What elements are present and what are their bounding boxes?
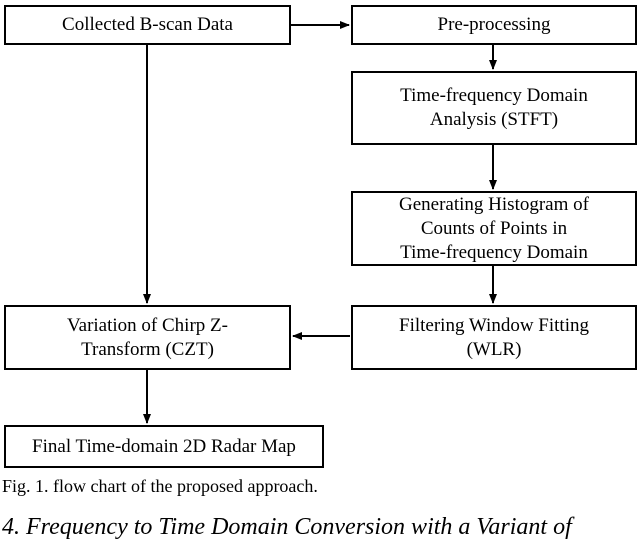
box-stft-analysis: Time-frequency Domain Analysis (STFT) bbox=[351, 71, 637, 145]
box-filtering-window-fitting: Filtering Window Fitting (WLR) bbox=[351, 305, 637, 370]
box-pre-processing: Pre-processing bbox=[351, 5, 637, 45]
flowchart-arrows bbox=[143, 21, 497, 424]
box-wlr-label: Filtering Window Fitting (WLR) bbox=[399, 314, 589, 360]
box-czt-label: Variation of Chirp Z- Transform (CZT) bbox=[67, 314, 228, 360]
figure-caption: Fig. 1. flow chart of the proposed appro… bbox=[2, 476, 318, 496]
box-preprocessing-label: Pre-processing bbox=[437, 14, 551, 35]
box-histogram: Generating Histogram of Counts of Points… bbox=[351, 191, 637, 266]
box-collected-b-scan-data: Collected B-scan Data bbox=[4, 5, 291, 45]
box-chirp-z-transform: Variation of Chirp Z- Transform (CZT) bbox=[4, 305, 291, 370]
box-final-radar-map: Final Time-domain 2D Radar Map bbox=[4, 425, 324, 468]
box-stft-label: Time-frequency Domain Analysis (STFT) bbox=[400, 85, 588, 130]
box-final-label: Final Time-domain 2D Radar Map bbox=[32, 435, 296, 457]
box-histogram-label: Generating Histogram of Counts of Points… bbox=[399, 193, 589, 263]
section-heading: 4. Frequency to Time Domain Conversion w… bbox=[2, 514, 572, 540]
box-collected-label: Collected B-scan Data bbox=[62, 14, 233, 35]
